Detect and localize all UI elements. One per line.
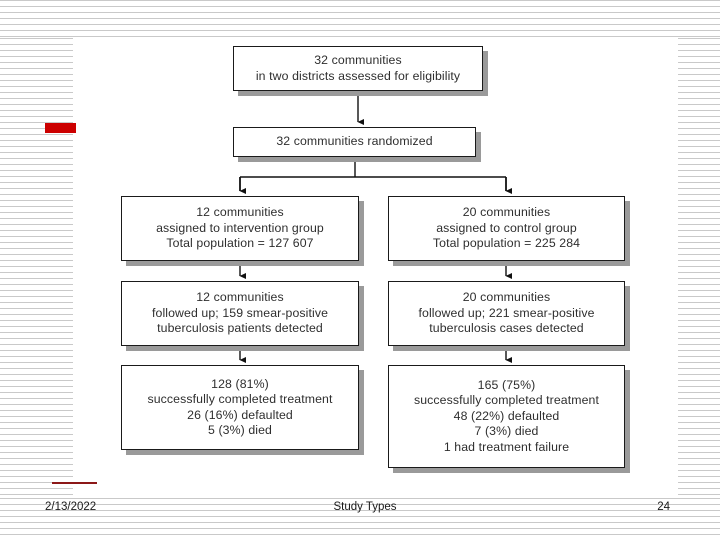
flow-box-randomized-line-1: 32 communities randomized [276,134,433,149]
flow-box-intervention-outcome: 128 (81%) successfully completed treatme… [121,365,359,450]
flow-box-control-outcome-line-4: 7 (3%) died [474,424,539,439]
scan-stripes-left [0,38,73,540]
scan-stripes-right [678,38,720,540]
flow-box-control-followup-line-3: tuberculosis cases detected [429,321,584,336]
flow-box-intervention-followup-line-2: followed up; 159 smear-positive [151,305,329,320]
flow-box-control-followup: 20 communities followed up; 221 smear-po… [388,281,625,346]
flow-box-intervention-followup-line-1: 12 communities [196,290,284,305]
flow-box-control-line-1: 20 communities [462,205,551,220]
flow-box-intervention-outcome-line-2: successfully completed treatment [147,392,333,406]
flow-box-control-outcome-line-3: 48 (22%) defaulted [453,408,560,423]
flow-box-control-line-3: Total population = 225 284 [432,236,581,251]
flow-box-control-line-2: assigned to control group [436,220,577,235]
red-rule-marker [52,482,97,484]
flow-box-control-outcome-line-1: 165 (75%) [477,377,536,392]
flow-box-control-outcome-line-2: successfully completed treatment [414,393,599,408]
flow-box-control-followup-line-1: 20 communities [462,290,551,305]
flow-box-control-outcome: 165 (75%) successfully completed treatme… [388,365,625,468]
flow-box-enrollment-line-2: in two districts assessed for eligibilit… [255,68,461,83]
flow-box-control-followup-line-2: followed up; 221 smear-positive [418,305,595,320]
flow-box-intervention-line-2: assigned to intervention group [156,220,324,235]
flow-box-enrollment-line-1: 32 communities [314,53,402,67]
red-bullet-marker [45,123,76,133]
flow-box-control-group: 20 communities assigned to control group… [388,196,625,261]
flow-box-intervention-followup-line-3: tuberculosis patients detected [157,321,323,336]
flow-box-enrollment: 32 communities in two districts assessed… [233,46,483,91]
flow-box-intervention-outcome-line-1: 128 (81%) [211,376,269,391]
flow-box-intervention-group: 12 communities assigned to intervention … [121,196,359,261]
scan-stripes-top [0,0,720,38]
flow-box-intervention-outcome-line-4: 5 (3%) died [208,423,272,437]
flow-box-intervention-outcome-line-3: 26 (16%) defaulted [187,407,293,422]
footer-slide-number: 24 [657,501,670,513]
flow-box-intervention-line-1: 12 communities [196,205,284,220]
footer-title: Study Types [333,501,397,513]
footer-date: 2/13/2022 [45,501,97,513]
flow-box-control-outcome-line-5: 1 had treatment failure [443,439,570,454]
flow-box-intervention-followup: 12 communities followed up; 159 smear-po… [121,281,359,346]
flow-box-intervention-line-3: Total population = 127 607 [166,236,314,251]
flow-box-randomized: 32 communities randomized [233,127,476,157]
